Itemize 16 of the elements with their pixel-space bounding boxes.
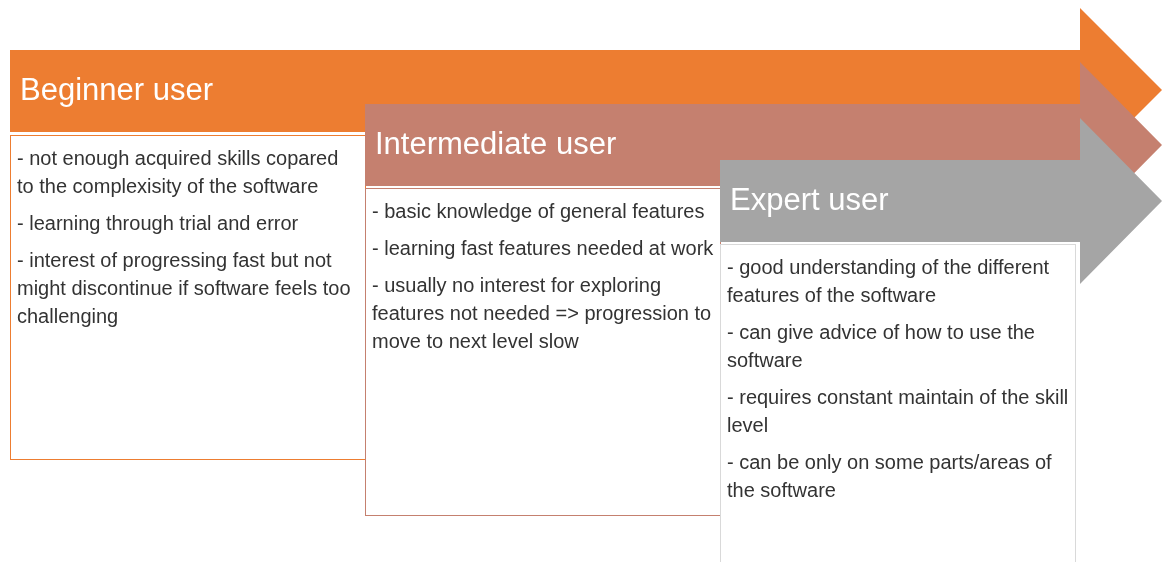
stage-title: Expert user [730, 182, 889, 218]
description-panel [720, 244, 1076, 562]
bullet-text: - good understanding of the different features of the software [727, 255, 1051, 308]
bullet-text: - learning fast features needed at work [372, 236, 714, 261]
stage-title: Intermediate user [375, 126, 617, 162]
bullet-text: - can be only on some parts/areas of the software [727, 450, 1053, 503]
bullet-text: - basic knowledge of general features [372, 199, 706, 224]
bullet-text: - learning through trial and error [17, 211, 300, 236]
description-panel [10, 135, 366, 460]
bullet-text: - interest of progressing fast but not might discontinue if software feels too challenging [17, 248, 352, 329]
stage-title: Beginner user [20, 72, 213, 108]
description-panel [365, 188, 721, 516]
bullet-text: - requires constant maintain of the skill level [727, 385, 1069, 438]
bullet-text: - not enough acquired skills copared to the complexisity of the software [17, 146, 340, 199]
bullet-text: - usually no interest for exploring features not needed => progression to move to next level slow [372, 273, 713, 354]
bullet-text: - can give advice of how to use the software [727, 320, 1036, 373]
